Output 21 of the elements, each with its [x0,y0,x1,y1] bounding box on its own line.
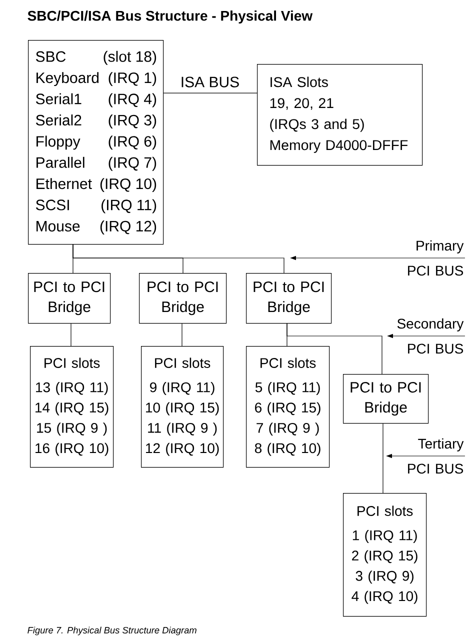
bus-label: Tertiary PCI BUS [408,438,464,474]
slot-box: ISA Slots 19, 20, 21 (IRQs 3 and 5) Memory D4000-DFFF [257,64,423,166]
slot-box: PCI slots 9 (IRQ 11) 10 (IRQ 15) 11 (IRQ 9 ) 12 (IRQ 10) [141,346,224,468]
slot-box: PCI slots 5 (IRQ 11) 6 (IRQ 15) 7 (IRQ 9 ) 8 (IRQ 10) [246,346,330,468]
title: SBC/PCI/ISA Bus Structure - Physical View [28,10,313,24]
caption: Figure 7. Physical Bus Structure Diagram [28,626,196,636]
bridge-box: PCI to PCI Bridge [139,273,227,324]
bus-label: Secondary PCI BUS [397,318,464,354]
bus-line [382,423,384,494]
bus-label: Primary PCI BUS [408,240,464,276]
bus-line [286,323,382,374]
bus-line [70,323,72,346]
bus-line [163,92,258,94]
bus-line [72,244,284,274]
bridge-box: PCI to PCI Bridge [343,374,429,424]
device-list-box: SBC (slot 18) Keyboard (IRQ 1) Serial1 (IRQ 4) Serial2 (IRQ 3) Floppy (IRQ 6) Parallel (IRQ 7) Ethernet (IRQ 10) SCSI (IRQ 11) Mouse (IRQ 12) [28,40,164,245]
slot-box: PCI slots 13 (IRQ 11) 14 (IRQ 15) 15 (IRQ 9 ) 16 (IRQ 10) [30,346,114,468]
slot-box: PCI slots 1 (IRQ 11) 2 (IRQ 15) 3 (IRQ 9) 4 (IRQ 10) [343,493,427,617]
bridge-box: PCI to PCI Bridge [246,273,332,324]
edge-label: ISA BUS [179,76,241,88]
bridge-box: PCI to PCI Bridge [28,273,111,324]
